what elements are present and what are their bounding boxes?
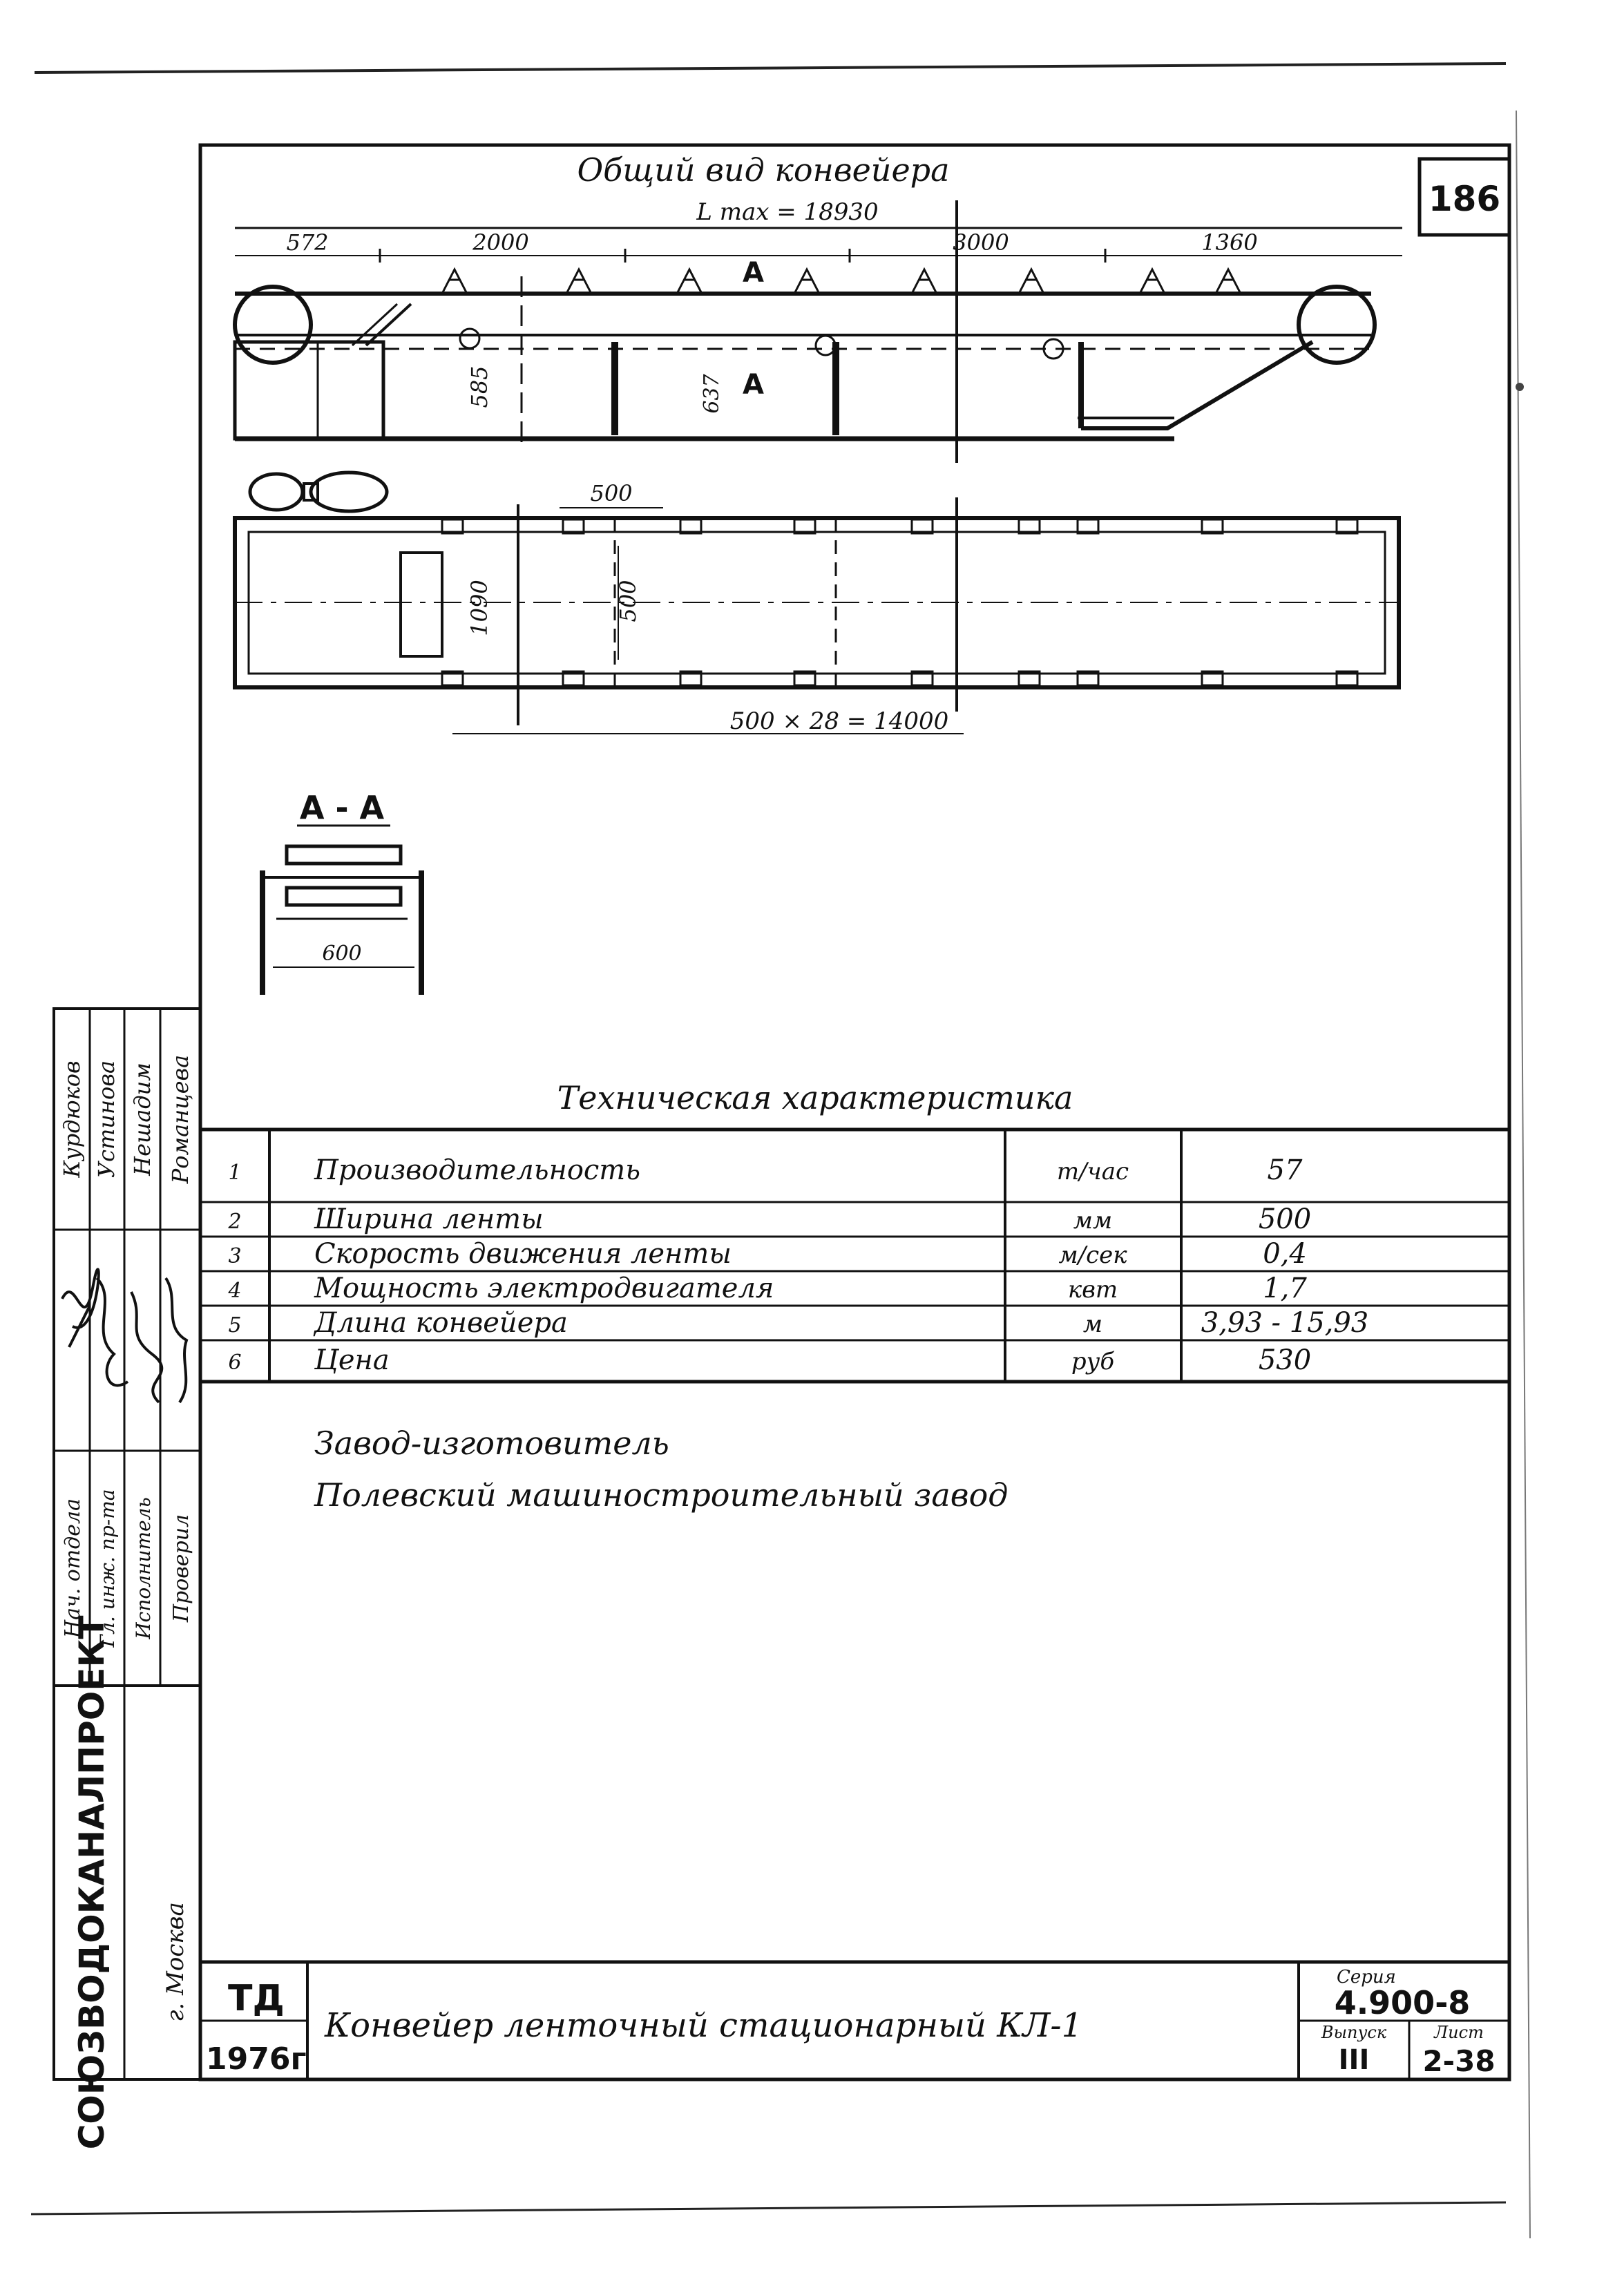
- plan-width-500: 500: [615, 580, 641, 622]
- organization-city: г. Москва: [162, 1902, 189, 2022]
- spec-row-name: Скорость движения ленты: [314, 1238, 732, 1270]
- spec-title: Техническая характеристика: [557, 1079, 1073, 1116]
- spec-row-number: 2: [227, 1210, 241, 1234]
- series-value: 4.900-8: [1335, 1984, 1471, 2021]
- section-a-a-view: [260, 844, 424, 995]
- spec-row-value: 530: [1259, 1344, 1311, 1376]
- manufacturer-label: Завод-изготовитель: [314, 1425, 669, 1462]
- sheet-label: Лист: [1433, 2023, 1484, 2042]
- approval-stamp: [52, 1007, 202, 2081]
- spec-row-unit: квт: [1068, 1276, 1118, 1304]
- plan-dim-500-top: 500: [590, 480, 632, 506]
- spec-row-unit: мм: [1073, 1207, 1112, 1235]
- spec-row-value: 57: [1268, 1154, 1303, 1186]
- page-edge-top: [34, 62, 1507, 74]
- section-marker-bottom: А: [743, 369, 764, 401]
- overall-length-label: L max = 18930: [696, 198, 878, 226]
- section-marker-top: А: [743, 257, 764, 289]
- manufacturer-name: Полевский машиностроительный завод: [314, 1476, 1008, 1514]
- td-label: ТД: [228, 1978, 285, 2019]
- spec-row-number: 5: [228, 1313, 241, 1337]
- spec-row-name: Производительность: [314, 1154, 640, 1186]
- issue-label: Выпуск: [1321, 2023, 1387, 2042]
- page-edge-right: [1516, 110, 1531, 2239]
- role-checked: Проверил: [169, 1514, 193, 1623]
- spec-row: 5 Длина конвейера м 3,93 - 15,93: [228, 1307, 1368, 1339]
- spec-row-unit: м/сек: [1058, 1241, 1127, 1269]
- spec-row-unit: м: [1083, 1311, 1102, 1338]
- dim-2000: 2000: [472, 229, 528, 256]
- organization-name: СОЮЗВОДОКАНАЛПРОЕКТ: [72, 1616, 112, 2150]
- spec-row: 1 Производительность т/час 57: [228, 1154, 1303, 1186]
- spec-row-name: Ширина ленты: [314, 1203, 544, 1235]
- issue-value: III: [1339, 2044, 1370, 2076]
- spec-row-name: Длина конвейера: [313, 1307, 568, 1339]
- role-executor: Исполнитель: [132, 1497, 155, 1640]
- spec-row-unit: руб: [1071, 1348, 1114, 1375]
- sheet-number-box: [1417, 157, 1511, 237]
- series-label: Серия: [1337, 1967, 1396, 1988]
- height-585: 585: [466, 365, 493, 408]
- section-title: А - А: [300, 789, 385, 826]
- name-ustinova: Устинова: [93, 1060, 120, 1178]
- spec-row-value: 3,93 - 15,93: [1201, 1307, 1369, 1339]
- spec-row: 4 Мощность электродвигателя квт 1,7: [227, 1273, 1307, 1304]
- height-637: 637: [700, 373, 724, 413]
- name-kurdyukov: Курдюков: [59, 1060, 85, 1178]
- role-chief-engineer: Гл. инж. пр-та: [96, 1489, 119, 1648]
- section-width-600: 600: [322, 942, 361, 966]
- spec-table: [200, 1127, 1509, 1384]
- spec-row-value: 1,7: [1263, 1273, 1307, 1304]
- conveyor-elevation: [233, 200, 1377, 463]
- dim-3000: 3000: [953, 229, 1009, 256]
- spec-row: 6 Цена руб 530: [228, 1344, 1311, 1376]
- spec-row-name: Мощность электродвигателя: [314, 1273, 774, 1304]
- signatures: [61, 1268, 189, 1404]
- page-edge-bottom: [30, 2201, 1507, 2216]
- spec-row: 3 Скорость движения ленты м/сек 0,4: [228, 1238, 1306, 1270]
- drawing-title: Конвейер ленточный стационарный КЛ-1: [324, 2006, 1082, 2045]
- title-block: [200, 1960, 1509, 2079]
- spec-row-number: 1: [228, 1161, 241, 1185]
- conveyor-plan: [233, 470, 1401, 734]
- sheet-number: 186: [1429, 179, 1500, 219]
- spec-row: 2 Ширина ленты мм 500: [227, 1203, 1311, 1235]
- spec-row-number: 6: [228, 1351, 241, 1375]
- dim-1360: 1360: [1201, 229, 1257, 256]
- role-head-of-dept: Нач. отдела: [61, 1498, 85, 1639]
- year-label: 1976г: [206, 2041, 306, 2077]
- sheet-value: 2-38: [1422, 2044, 1495, 2078]
- name-romantseva: Романцева: [167, 1055, 193, 1184]
- spec-row-value: 0,4: [1263, 1238, 1307, 1270]
- general-view-title: Общий вид конвейера: [577, 151, 949, 189]
- punch-mark: [1516, 383, 1524, 391]
- spec-row-value: 500: [1259, 1203, 1311, 1235]
- spec-row-name: Цена: [314, 1344, 390, 1376]
- plan-width-1090: 1090: [466, 580, 493, 636]
- spec-row-number: 4: [227, 1279, 241, 1303]
- name-neshadim: Нешадим: [129, 1063, 155, 1176]
- dim-572: 572: [286, 229, 328, 256]
- spec-row-number: 3: [228, 1244, 241, 1268]
- spec-row-unit: т/час: [1057, 1158, 1129, 1185]
- plan-bottom-dim: 500 × 28 = 14000: [730, 707, 949, 735]
